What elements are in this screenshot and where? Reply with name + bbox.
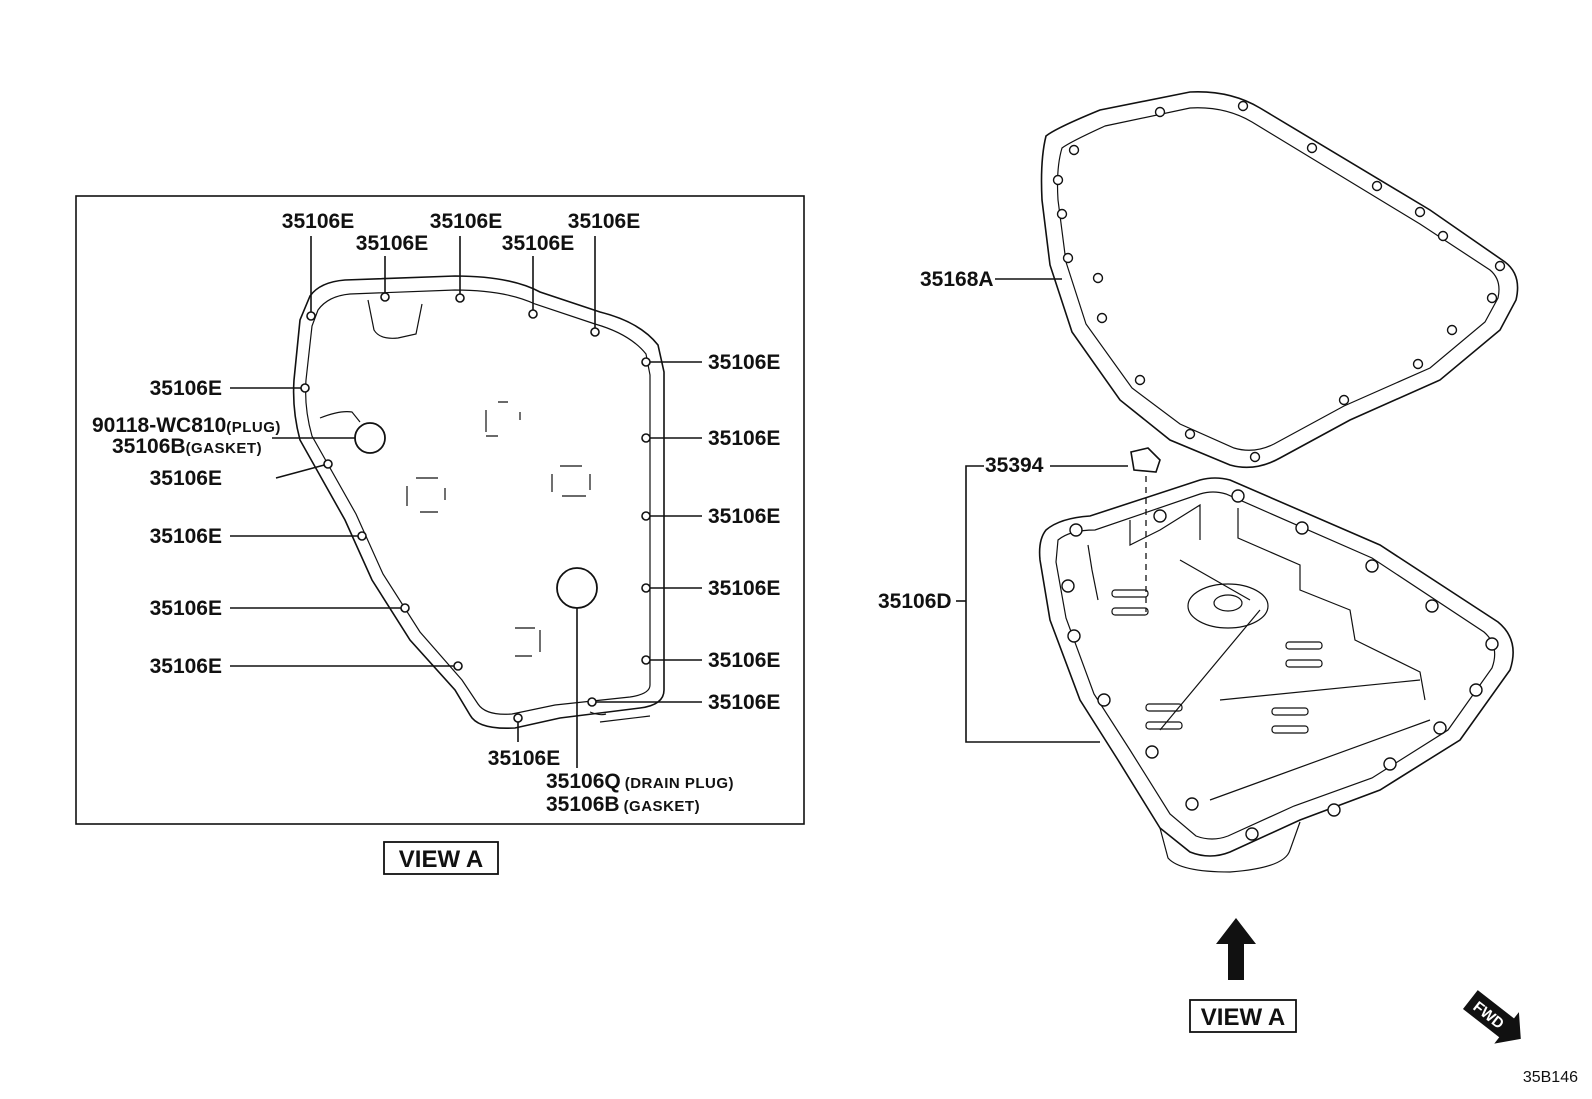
bolt-part-label: 35106E [356,232,428,255]
fwd-arrow: FWD [1462,990,1521,1044]
bolt-point [323,459,333,469]
bolt-part-label: 35106E [708,577,780,600]
pan-gasket [1040,91,1519,469]
bolt-point [400,603,410,613]
bolt-point [641,511,651,521]
pan-bolt-hole [1061,579,1075,593]
bolt-point [380,292,390,302]
pan-bolt-hole [1295,521,1309,535]
bolt-point [306,311,316,321]
pan-bolt-hole [1383,757,1397,771]
bolt-point [590,327,600,337]
gasket-bolt-hole [1306,142,1318,154]
pan-bolt-hole [1231,489,1245,503]
bolt-part-label: 35106E [708,505,780,528]
gasket-part-label: 35168A [920,268,994,291]
magnet-part-label: 35394 [985,454,1044,477]
pan-bolt-hole [1327,803,1341,817]
pan-bolt-hole [1469,683,1483,697]
pan-bolt-hole [1097,693,1111,707]
bolt-part-label: 35106E [282,210,354,233]
bolt-leader [275,463,329,479]
gasket-bolt-hole [1052,174,1064,186]
pan-bolt-hole [1153,509,1167,523]
bolt-point [357,531,367,541]
gasket-bolt-hole [1486,292,1498,304]
bolt-point [641,655,651,665]
pan-bottom-outline [292,275,665,730]
pan-bolt-hole [1067,629,1081,643]
view-direction-arrow [1216,918,1256,980]
gasket-bolt-hole [1412,358,1424,370]
bolt-part-label: 35106E [488,747,560,770]
bolt-point [641,583,651,593]
bolt-part-label: 35106E [708,351,780,374]
plug-part-label: 90118-WC810(PLUG) [92,414,281,437]
view-a-frame [75,195,805,825]
view-a-reference-label: VIEW A [1201,1004,1285,1031]
view-a-caption-box [383,841,499,875]
bolt-part-label: 35106E [150,525,222,548]
bolt-point [300,383,310,393]
pan-bracket [965,465,1100,743]
gasket-bolt-hole [1249,451,1261,463]
pan-bolt-hole [1245,827,1259,841]
bolt-point [513,713,523,723]
bolt-point [455,293,465,303]
gasket-bolt-hole [1437,230,1449,242]
bolt-part-label: 35106E [150,597,222,620]
bolt-part-label: 35106E [708,691,780,714]
bolt-part-label: 35106E [150,655,222,678]
magnet [1130,447,1161,473]
gasket-bolt-hole [1494,260,1506,272]
bolt-part-label: 35106E [150,467,222,490]
gasket-bolt-hole [1056,208,1068,220]
plug-gasket-part-label: 35106B(GASKET) [112,435,262,458]
bolt-point [453,661,463,671]
bolt-point [641,433,651,443]
gasket-bolt-hole [1184,428,1196,440]
pan-bolt-hole [1365,559,1379,573]
gasket-bolt-hole [1092,272,1104,284]
gasket-bolt-hole [1134,374,1146,386]
bolt-point [641,357,651,367]
gasket-bolt-hole [1237,100,1249,112]
gasket-bolt-hole [1446,324,1458,336]
gasket-bolt-hole [1338,394,1350,406]
bolt-callouts: 35106E35106E35106E35106E35106E35106E3510… [150,210,781,770]
pan-bolt-hole [1145,745,1159,759]
pan-bolt-hole [1425,599,1439,613]
view-a-reference-box [1189,999,1297,1033]
pan-bolt-hole [1185,797,1199,811]
gasket-bolt-hole [1062,252,1074,264]
bolt-point [587,697,597,707]
pan-part-label: 35106D [878,590,952,613]
bolt-part-label: 35106E [568,210,640,233]
oil-pan [1038,477,1514,873]
pan-bolt-hole [1069,523,1083,537]
pan-bolt-hole [1433,721,1447,735]
plug-hole [354,422,386,454]
bolt-part-label: 35106E [708,427,780,450]
gasket-bolt-hole [1096,312,1108,324]
gasket-bolt-hole [1154,106,1166,118]
bolt-part-label: 35106E [708,649,780,672]
gasket-bolt-hole [1068,144,1080,156]
figure-id: 35B146 [1523,1069,1578,1086]
pan-bolt-hole [1485,637,1499,651]
bolt-part-label: 35106E [430,210,502,233]
drain-plug [556,567,598,609]
drain-plug-part-label: 35106Q(DRAIN PLUG) [546,770,734,793]
gasket-bolt-hole [1371,180,1383,192]
bolt-part-label: 35106E [150,377,222,400]
gasket-bolt-hole [1414,206,1426,218]
drain-gasket-part-label: 35106B(GASKET) [546,793,700,816]
view-a-caption: VIEW A [399,846,483,873]
bolt-part-label: 35106E [502,232,574,255]
bolt-point [528,309,538,319]
